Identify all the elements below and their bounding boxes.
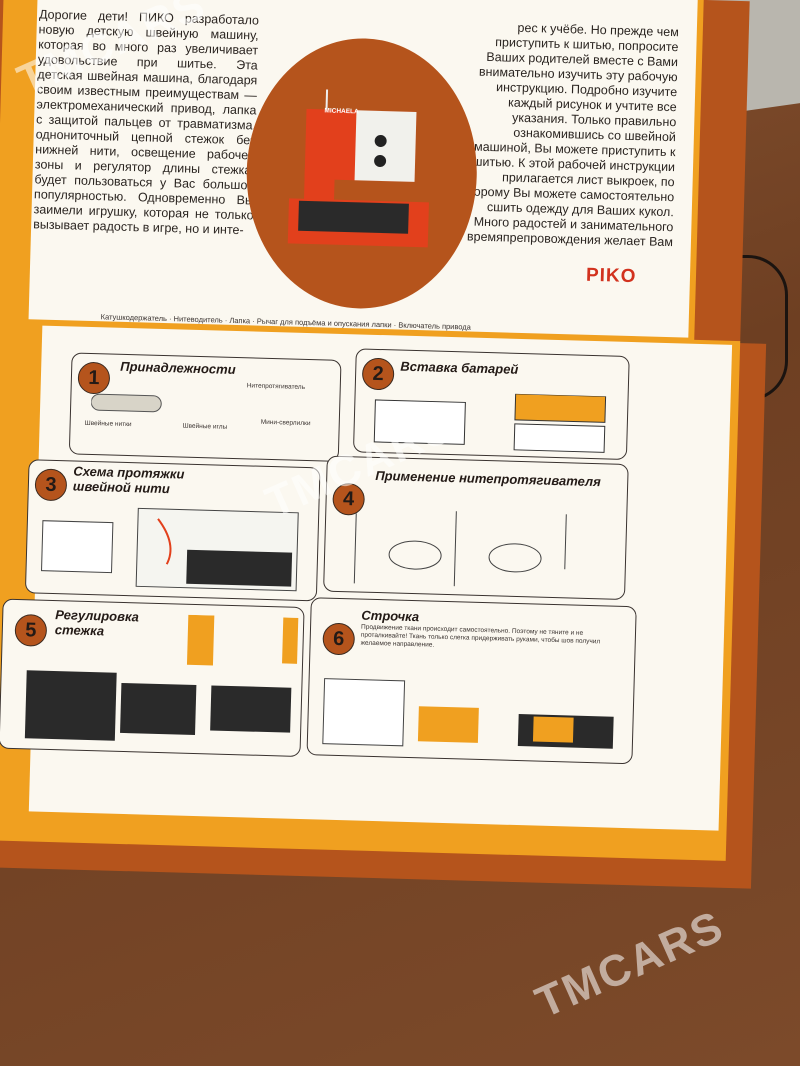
panel-battery: 2 Вставка батарей xyxy=(352,348,630,460)
panel-threader: 4 Применение нитепротягивателя xyxy=(323,455,629,600)
panel-stitching: 6 Строчка Продвижение ткани происходит с… xyxy=(306,597,637,765)
thread-spool-icon xyxy=(90,393,162,413)
battery-diagram xyxy=(373,393,607,453)
sewing-machine-illustration xyxy=(287,89,429,248)
machine-brand-label: MICHAELA xyxy=(324,107,359,116)
intro-text-right: рес к учёбе. Но прежде чем приступить к … xyxy=(455,20,680,250)
stitching-diagram xyxy=(322,678,614,749)
instruction-sheet: Дорогие дети! ПИКО разработало новую дет… xyxy=(0,0,767,889)
stitch-adjust-diagram xyxy=(24,614,299,741)
piko-logo: PIKO xyxy=(585,264,637,288)
threading-diagram xyxy=(41,507,299,592)
panel-threading: 3 Схема протяжки швейной нити xyxy=(24,459,321,602)
panel-stitch-adjust: 5 Регулировка стежка xyxy=(0,598,305,757)
panel-accessories: 1 Принадлежности Нитепротягиватель Швейн… xyxy=(68,352,342,462)
threader-diagram xyxy=(353,511,567,587)
